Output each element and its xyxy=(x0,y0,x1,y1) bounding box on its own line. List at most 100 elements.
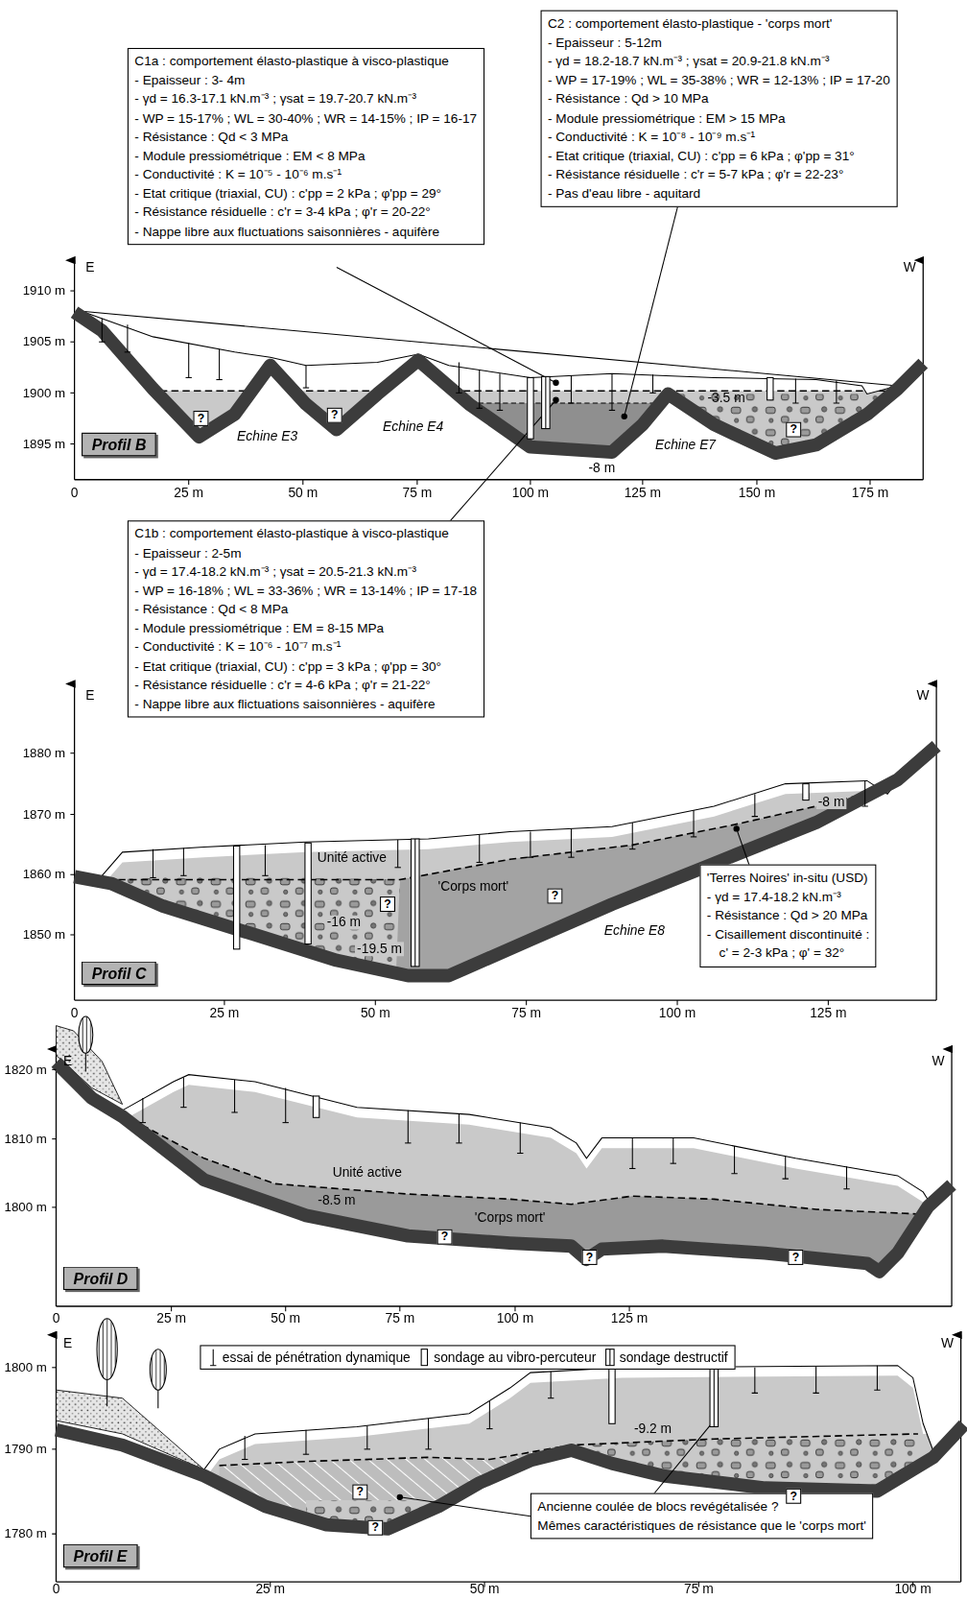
legend-text: essai de pénétration dynamique xyxy=(222,1348,411,1365)
section-label: -8 m xyxy=(589,461,616,476)
box-text: - Module pressiométrique : EM < 8 MPa xyxy=(134,146,477,166)
penetration-test xyxy=(754,1367,755,1393)
axis-tick xyxy=(51,1366,56,1368)
penetration-test xyxy=(731,1172,737,1174)
box-text: - Résistance : Qd < 3 MPa xyxy=(134,127,477,147)
legend-sample xyxy=(207,1347,220,1367)
axis-tick xyxy=(51,1068,56,1070)
penetration-test xyxy=(609,409,615,411)
axis-label: 1870 m xyxy=(23,806,66,822)
penetration-test xyxy=(649,392,656,394)
box-text: Profil D xyxy=(73,1269,129,1287)
destructive-borehole xyxy=(610,1348,612,1366)
penetration-test xyxy=(152,849,154,878)
penetration-test xyxy=(212,1348,214,1366)
unknown-marker: ? xyxy=(582,1249,598,1265)
axis-tick xyxy=(529,479,531,485)
section-label: 0 xyxy=(52,1580,61,1596)
unknown-marker: ? xyxy=(437,1228,453,1245)
box-text: - γd = 18.2-18.7 kN.m⁻³ ; γsat = 20.9-21… xyxy=(547,51,891,71)
penetration-test xyxy=(264,844,266,875)
penetration-test xyxy=(567,856,574,858)
legend-item: sondage au vibro-percuteur xyxy=(418,1347,596,1367)
box-text: - Résistance résiduelle : c'r = 3-4 kPa … xyxy=(134,203,477,223)
penetration-test xyxy=(98,341,105,343)
destructive-borehole xyxy=(709,1367,719,1427)
penetration-test xyxy=(670,1162,677,1164)
axis-tick xyxy=(416,479,418,485)
callout-box: Ancienne coulée de blocs revégétalisée ?… xyxy=(530,1492,873,1539)
vibro-borehole xyxy=(305,842,311,944)
penetration-test xyxy=(234,1079,236,1112)
section-label: -16 m xyxy=(325,915,364,930)
box-text: Profil C xyxy=(92,964,147,982)
section-label: Echine E3 xyxy=(236,429,298,445)
section-label: Unité active xyxy=(317,850,387,866)
penetration-test xyxy=(186,377,192,378)
penetration-test xyxy=(455,392,462,394)
penetration-test xyxy=(124,351,131,353)
box-text: - Module pressiométrique : EM = 8-15 MPa xyxy=(134,618,477,638)
section-label: 100 m xyxy=(512,485,549,500)
axis-tick xyxy=(302,479,304,485)
penetration-test xyxy=(140,1121,146,1123)
penetration-test xyxy=(188,342,189,378)
section-label: Echine E7 xyxy=(655,437,716,452)
penetration-test xyxy=(180,1106,187,1108)
box-text: - Conductivité : K = 10⁻⁶ - 10⁻⁷ m.s⁻¹ xyxy=(134,637,477,658)
legend-sample xyxy=(604,1347,617,1367)
vibro-borehole xyxy=(767,377,774,400)
section-label: E xyxy=(63,1053,72,1068)
section-label: W xyxy=(932,1053,945,1068)
axis-label: 1910 m xyxy=(23,283,66,299)
box-text: Ancienne coulée de blocs revégétalisée ? xyxy=(537,1496,866,1516)
penetration-test xyxy=(529,831,531,858)
axis-tick xyxy=(51,1205,56,1207)
box-text: - Résistance résiduelle : c'r = 5-7 kPa … xyxy=(547,165,891,185)
penetration-test xyxy=(833,401,840,403)
penetration-test xyxy=(305,1429,307,1455)
penetration-test xyxy=(101,318,103,342)
section-label: 50 m xyxy=(270,1310,301,1325)
section-label: 125 m xyxy=(809,1005,847,1020)
section-label: 125 m xyxy=(611,1310,648,1325)
penetration-test xyxy=(496,409,503,411)
penetration-test xyxy=(476,407,483,409)
box-text: 'Terres Noires' in-situ (USD) xyxy=(707,868,870,888)
section-label: 100 m xyxy=(894,1580,931,1596)
penetration-test xyxy=(733,1145,735,1174)
penetration-test xyxy=(815,1366,817,1393)
section-label: 0 xyxy=(70,485,79,500)
penetration-test xyxy=(570,827,572,857)
legend-text: sondage destructif xyxy=(619,1348,729,1365)
penetration-test xyxy=(873,1389,880,1391)
section-label: W xyxy=(941,1335,954,1350)
axis-tick xyxy=(70,443,74,445)
box-text: - Nappe libre aux flictuations saisonniè… xyxy=(134,694,477,714)
penetration-test xyxy=(519,1122,521,1154)
box-text: - WP = 16-18% ; WL = 33-36% ; WR = 13-14… xyxy=(134,581,477,601)
section-label: 100 m xyxy=(659,1005,696,1020)
vibro-borehole xyxy=(527,377,534,439)
penetration-test xyxy=(489,1400,491,1429)
box-text: - Etat critique (triaxial, CU) : c'pp = … xyxy=(134,184,477,204)
section-label: Echine E4 xyxy=(382,419,444,434)
axis-label: 1895 m xyxy=(23,436,66,451)
axis-label: 1860 m xyxy=(23,867,66,882)
unknown-marker: ? xyxy=(546,888,563,904)
profile-label: Profil E xyxy=(63,1543,138,1567)
penetration-test xyxy=(752,1391,758,1393)
penetration-test xyxy=(305,365,307,388)
axis-tick xyxy=(827,999,829,1005)
penetration-test xyxy=(458,361,460,393)
box-text: - WP = 17-19% ; WL = 35-38% ; WR = 12-13… xyxy=(547,70,891,91)
penetration-test xyxy=(183,848,185,876)
penetration-test xyxy=(126,324,128,353)
axis-tick xyxy=(525,999,527,1005)
axis-label: 1850 m xyxy=(23,927,66,943)
penetration-test xyxy=(407,1109,409,1143)
penetration-test xyxy=(784,1155,786,1179)
axis-label: 1800 m xyxy=(4,1359,48,1374)
section-label: 25 m xyxy=(173,485,204,500)
axis-tick xyxy=(641,479,643,485)
